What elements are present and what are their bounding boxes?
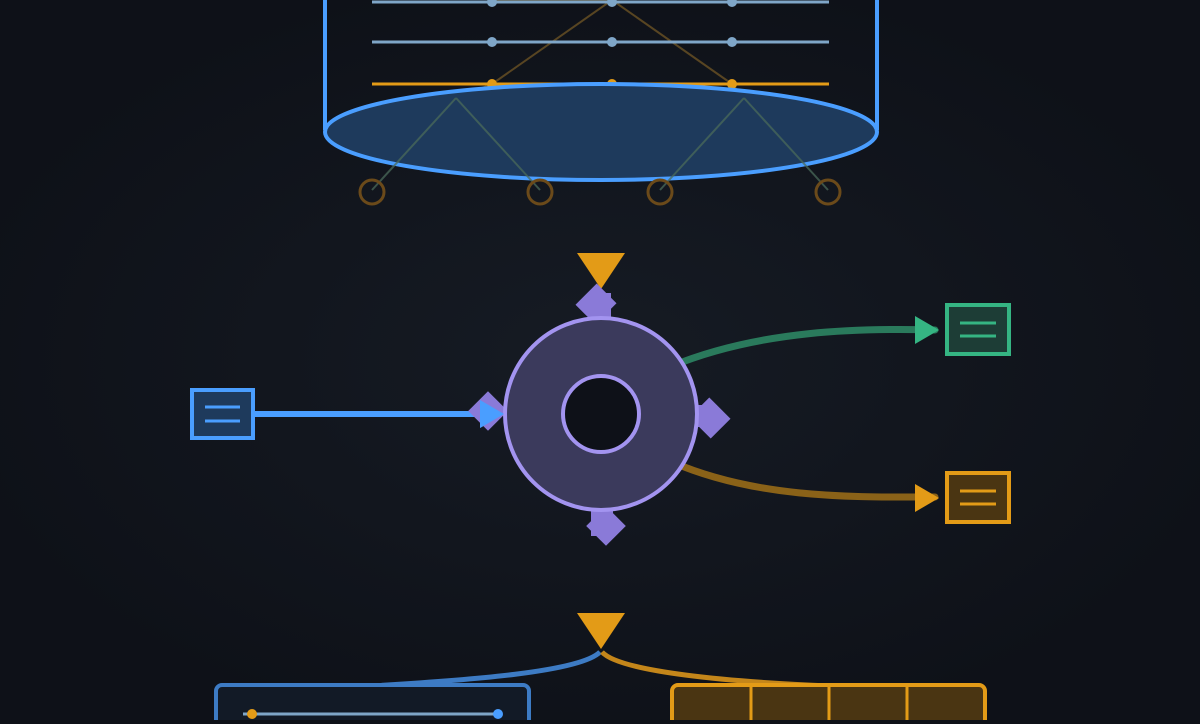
gear-teeth — [468, 283, 731, 546]
leaf-node — [526, 178, 554, 206]
shelf-node — [607, 0, 617, 7]
output-connector-orange — [668, 458, 939, 501]
output-document-green[interactable] — [945, 303, 1011, 356]
document-icon — [945, 471, 1011, 524]
mesh-line — [455, 97, 541, 191]
leaf-node — [358, 178, 386, 206]
mesh-line — [371, 97, 457, 191]
mesh-line — [659, 97, 745, 191]
output-connector-green — [668, 325, 939, 370]
orange-panel[interactable] — [670, 683, 987, 724]
shelf-node — [487, 37, 497, 47]
gear-tooth — [591, 510, 613, 536]
shelf-node — [727, 0, 737, 7]
input-document[interactable] — [190, 388, 255, 440]
split-section — [214, 613, 987, 724]
cylinder-base — [323, 82, 879, 182]
shelf-nodes — [487, 0, 737, 89]
shelf-node — [727, 79, 737, 89]
storage-cylinder — [323, 0, 879, 206]
mesh-line — [743, 97, 829, 191]
arrowhead-icon — [915, 316, 939, 344]
shelf-node — [727, 37, 737, 47]
triangle-down-icon — [577, 253, 625, 289]
base-mesh — [371, 97, 829, 191]
arrowhead-icon — [915, 484, 939, 512]
document-icon — [190, 388, 255, 440]
gear-tooth — [589, 293, 611, 319]
processor-section — [190, 253, 1011, 546]
leaf-node — [646, 178, 674, 206]
arrowhead-icon — [480, 400, 504, 428]
output-document-orange[interactable] — [945, 471, 1011, 524]
leaf-nodes — [358, 178, 842, 206]
leaf-node — [814, 178, 842, 206]
slider-end — [493, 709, 503, 719]
gear-hole — [561, 374, 641, 454]
gear-tooth — [693, 405, 717, 427]
triangle-down-icon — [577, 613, 625, 649]
slider-handle[interactable] — [247, 709, 257, 719]
shelf-node — [487, 0, 497, 7]
document-icon — [945, 303, 1011, 356]
blue-panel[interactable] — [214, 683, 531, 724]
gear-icon[interactable] — [503, 316, 699, 512]
shelf-node — [607, 37, 617, 47]
